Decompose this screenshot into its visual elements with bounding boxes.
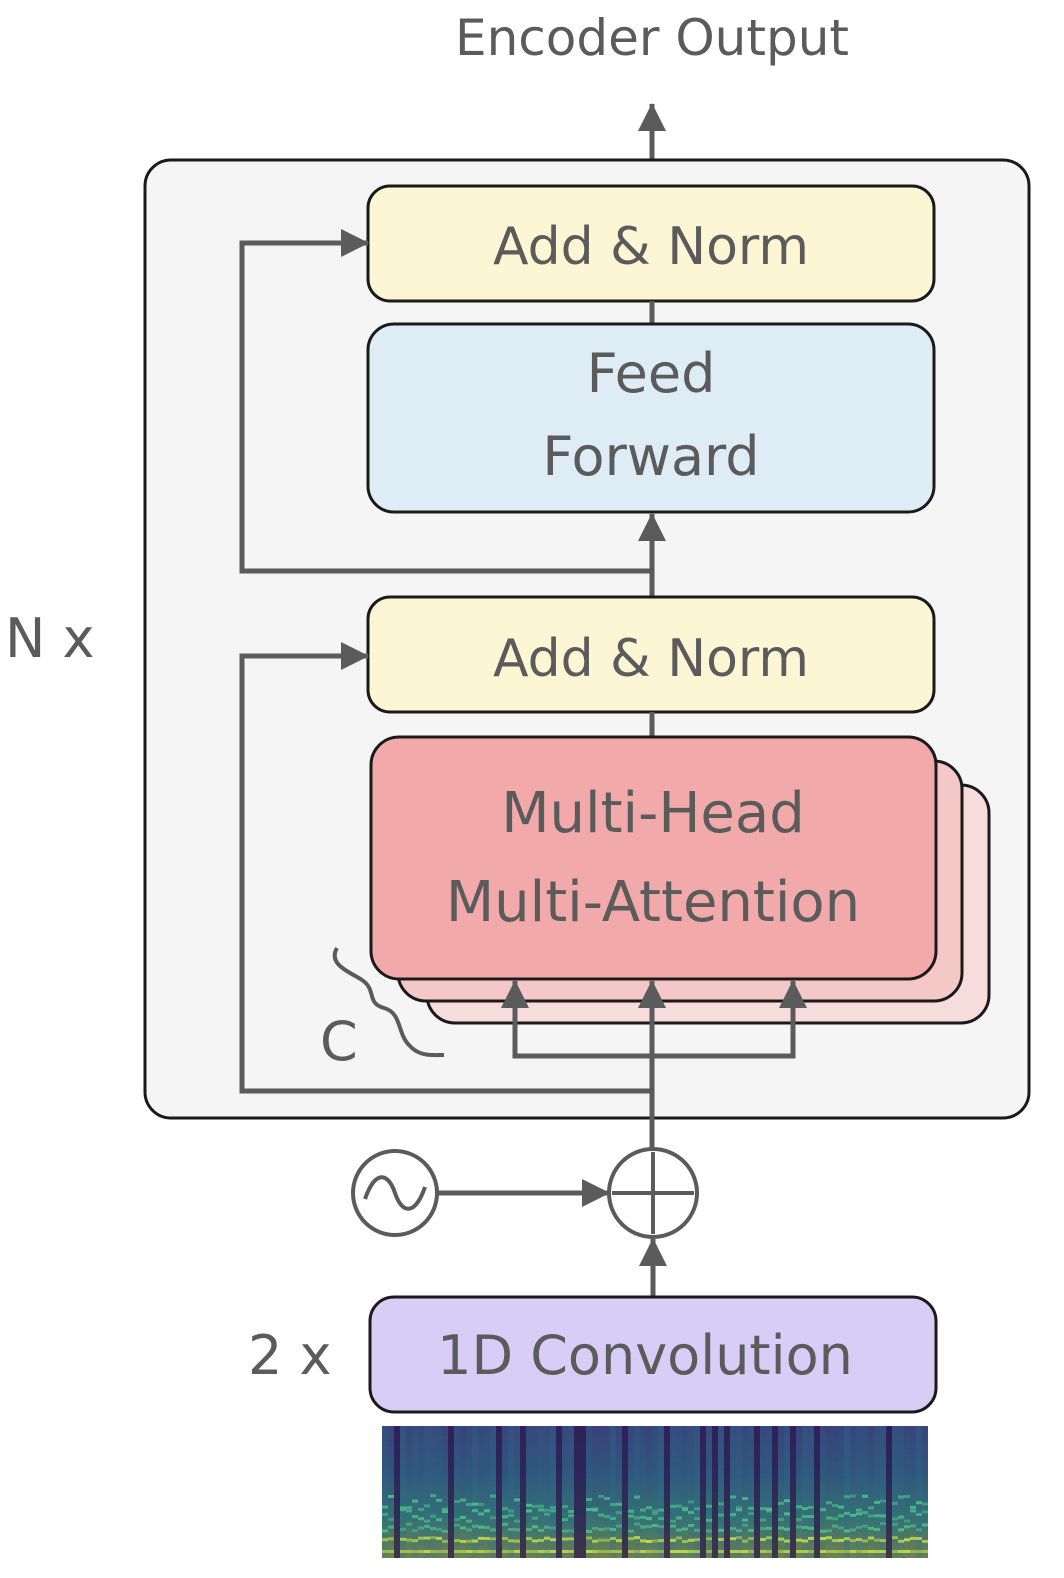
conv-box [368, 1295, 938, 1414]
feed-forward-box [366, 322, 936, 514]
residual-bottom [239, 653, 652, 1094]
conv-label: 1D Convolution [437, 1324, 853, 1387]
add-norm-top-label: Add & Norm [493, 217, 809, 277]
multi-head-line2: Multi-Attention [446, 870, 860, 935]
plus-circle-icon [607, 1147, 699, 1239]
spectrogram-image [382, 1426, 928, 1558]
heads-brace [332, 946, 445, 1058]
layer-repeat-label: N x [5, 607, 95, 670]
encoder-output-title: Encoder Output [455, 9, 849, 67]
multi-head-box [369, 735, 938, 981]
conv-repeat-label: 2 x [248, 1324, 331, 1387]
feed-forward-line1: Feed [587, 342, 716, 405]
heads-count-label: C [320, 1010, 358, 1073]
feed-forward-line2: Forward [542, 425, 759, 488]
multi-head-line1: Multi-Head [501, 781, 805, 846]
add-norm-bottom-label: Add & Norm [493, 629, 809, 689]
residual-top [239, 240, 652, 574]
sine-wave-icon [351, 1149, 439, 1237]
